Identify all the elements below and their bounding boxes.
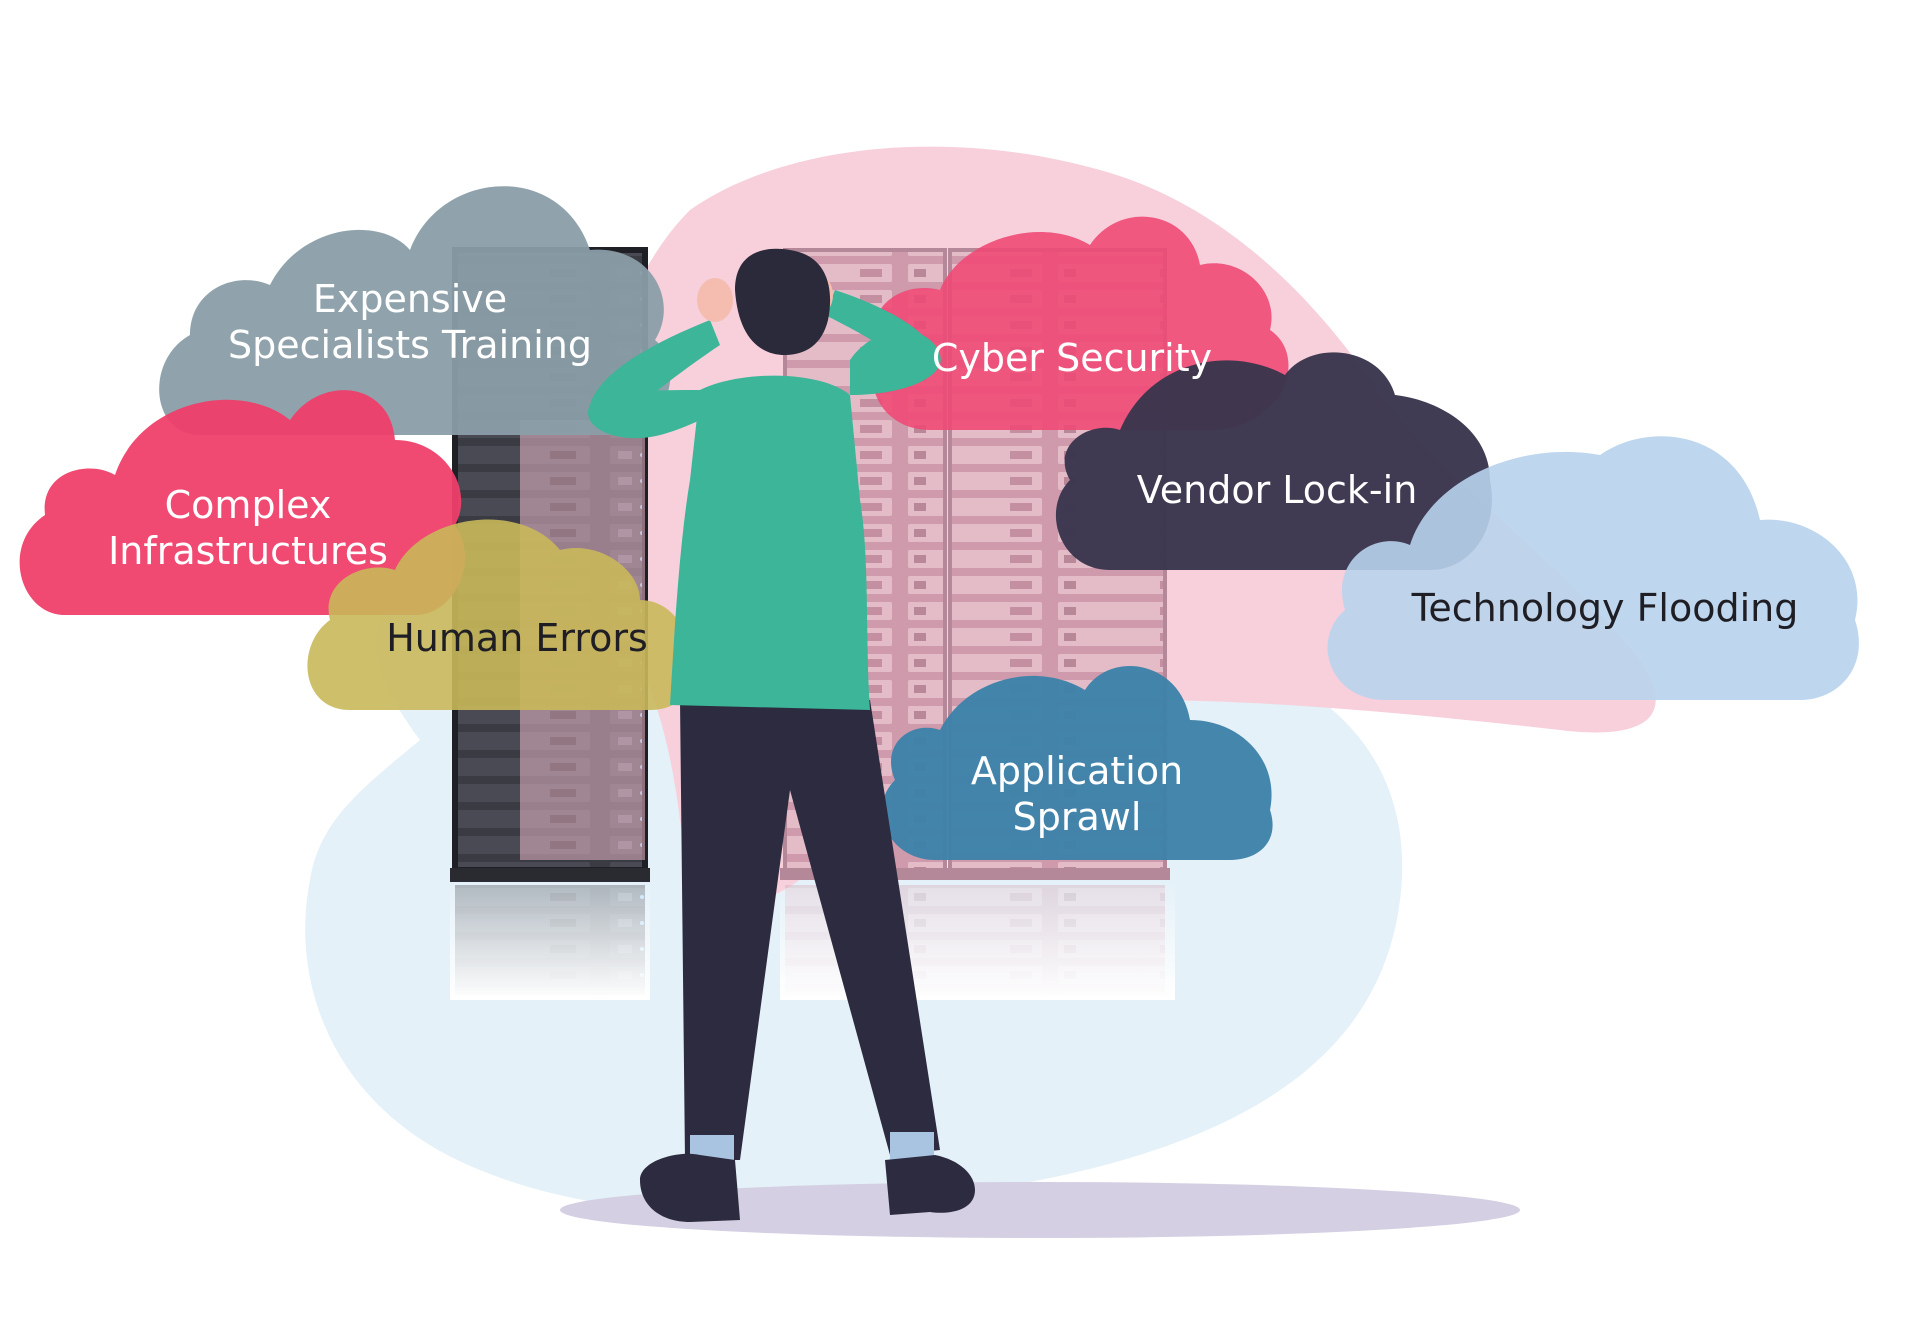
cloud-label-cyber: Cyber Security	[932, 335, 1212, 381]
cloud-label-line: Expensive	[312, 277, 508, 321]
hair	[735, 248, 831, 355]
cloud-label-line: Cyber Security	[931, 336, 1213, 380]
cloud-expensive	[159, 186, 671, 435]
cloud-label-technology: Technology Flooding	[1412, 585, 1799, 631]
left-shoe	[640, 1153, 740, 1222]
cloud-label-line: Vendor Lock-in	[1136, 468, 1418, 512]
shirt	[670, 375, 870, 710]
cloud-technology	[1327, 436, 1859, 700]
cloud-label-line: Human Errors	[386, 616, 648, 660]
cloud-label-line: Complex	[164, 483, 332, 527]
cloud-label-line: Specialists Training	[228, 323, 592, 367]
stressed-person-icon	[588, 248, 975, 1222]
cloud-label-human: Human Errors	[386, 615, 648, 661]
cloud-human	[307, 519, 690, 710]
cloud-label-line: Sprawl	[1012, 795, 1142, 839]
floor-shadow	[560, 1182, 1520, 1238]
cloud-label-vendor: Vendor Lock-in	[1137, 467, 1418, 513]
cloud-vendor	[1055, 352, 1492, 570]
cloud-label-line: Application	[970, 749, 1184, 793]
cloud-label-line: Infrastructures	[108, 529, 388, 573]
pants	[680, 700, 940, 1160]
cloud-complex	[19, 390, 466, 615]
right-shoe	[885, 1155, 975, 1215]
cloud-application	[881, 666, 1273, 860]
cloud-label-line: Technology Flooding	[1411, 586, 1799, 630]
